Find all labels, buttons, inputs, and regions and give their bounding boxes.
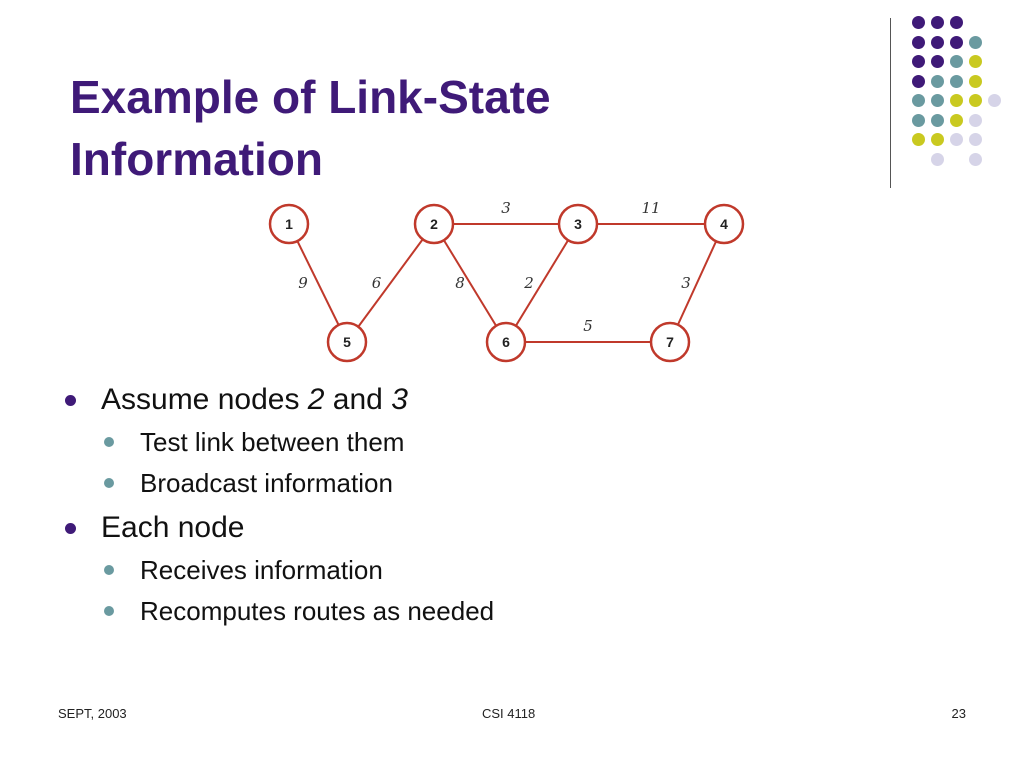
decorative-dot: [950, 74, 963, 88]
decorative-dot: [950, 113, 963, 127]
decorative-dot: [931, 113, 944, 127]
node-7-circle: [649, 321, 691, 363]
decorative-dot: [912, 16, 925, 29]
decorative-dot: [931, 94, 944, 107]
node-3-label: 3: [574, 216, 582, 232]
decorative-dot: [912, 55, 925, 68]
decorative-dot: [931, 16, 944, 29]
decorative-dot: [931, 133, 944, 146]
node-2-circle: [413, 203, 455, 245]
node-4-circle: [703, 203, 745, 245]
edge-weight-label: 3: [501, 199, 511, 217]
node-7-label: 7: [666, 334, 674, 350]
edge-weight-label: 5: [583, 317, 593, 335]
decorative-dot: [969, 35, 982, 49]
decorative-dot: [950, 133, 963, 146]
decorative-dot: [950, 94, 963, 107]
edge-2-6: [433, 223, 507, 343]
decorative-dot: [912, 74, 925, 88]
decorative-dot: [931, 152, 944, 166]
decorative-dot: [931, 74, 944, 88]
decorative-dot: [988, 94, 1001, 107]
edge-weight-label: 8: [455, 274, 465, 292]
footer-course: CSI 4118: [482, 706, 536, 721]
decorative-dot: [912, 133, 925, 146]
bullet-list: Assume nodes 2 and 3 Test link between t…: [62, 380, 862, 632]
footer-date: SEPT, 2003: [58, 706, 127, 721]
edge-2-5: [346, 223, 435, 343]
decorative-dot: [912, 113, 925, 127]
node-1-label: 1: [285, 216, 293, 232]
decorative-dot: [969, 94, 982, 107]
decorative-dot: [950, 55, 963, 68]
node-5-circle: [326, 321, 368, 363]
node-5-label: 5: [343, 334, 351, 350]
decorative-dot: [931, 35, 944, 49]
decorative-divider: [890, 18, 891, 188]
edge-weight-label: 3: [681, 274, 691, 292]
decorative-dot: [969, 152, 982, 166]
node-4-label: 4: [720, 216, 728, 232]
decorative-dot: [969, 55, 982, 68]
sub-bullet-test-link: Test link between them: [62, 422, 862, 463]
decorative-dot: [969, 74, 982, 88]
node-1-circle: [268, 203, 310, 245]
edge-weight-label: 6: [372, 274, 382, 292]
edge-weight-label: 2: [523, 274, 534, 292]
node-2-label: 2: [430, 216, 438, 232]
decorative-dot: [969, 133, 982, 146]
node-6-circle: [485, 321, 527, 363]
edge-weight-label: 9: [298, 274, 308, 292]
title-line-2: Information: [70, 133, 323, 185]
decorative-dot: [912, 94, 925, 107]
bullet-each-node: Each node: [62, 508, 862, 548]
decorative-dot: [950, 16, 963, 29]
decorative-dot: [950, 35, 963, 49]
slide-title: Example of Link-State Information: [70, 66, 770, 190]
sub-bullet-receives: Receives information: [62, 550, 862, 591]
decorative-dot: [969, 113, 982, 127]
footer-page-number: 23: [951, 706, 966, 721]
edge-3-6: [505, 223, 579, 343]
bullet-text: Assume nodes: [101, 383, 308, 416]
network-graph-diagram: 9 6 3 8 2 11 3 5 1 2 3 4 5 6 7: [268, 199, 745, 363]
decorative-dot: [912, 35, 925, 49]
node-3-circle: [557, 203, 599, 245]
title-line-1: Example of Link-State: [70, 71, 551, 123]
edge-weight-label: 11: [641, 199, 660, 217]
node-6-label: 6: [502, 334, 510, 350]
edge-4-7: [669, 223, 725, 343]
sub-bullet-recomputes: Recomputes routes as needed: [62, 591, 862, 632]
bullet-node-2: 2: [307, 383, 325, 416]
bullet-assume-nodes: Assume nodes 2 and 3: [62, 380, 862, 420]
edge-1-5: [288, 223, 348, 343]
bullet-node-3: 3: [391, 383, 408, 416]
sub-bullet-broadcast: Broadcast information: [62, 463, 862, 504]
decorative-dot: [931, 55, 944, 68]
bullet-text-and: and: [324, 383, 392, 416]
